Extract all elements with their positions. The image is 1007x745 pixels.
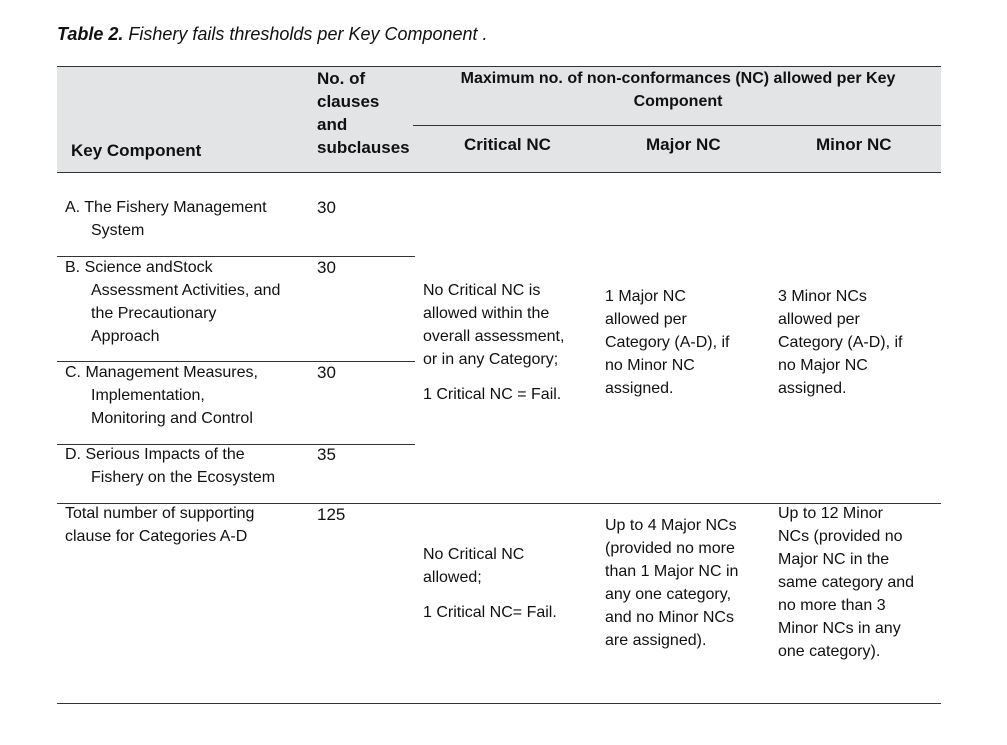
row-d-key-component: D. Serious Impacts of the Fishery on the…: [65, 443, 310, 489]
caption-text: Fishery fails thresholds per Key Compone…: [123, 24, 488, 44]
total-count: 125: [317, 505, 346, 524]
row-rule-total: [57, 503, 941, 504]
total-critical-nc: No Critical NC allowed;: [423, 546, 525, 586]
table-caption: Table 2. Fishery fails thresholds per Ke…: [57, 24, 488, 45]
table-bottom-rule: [57, 703, 941, 704]
row-a-key-component: A. The Fishery Management System: [65, 196, 310, 242]
row-a-first-line: A. The Fishery Management: [65, 199, 267, 216]
header-major-nc: Major NC: [646, 135, 721, 154]
header-subrule: [413, 125, 941, 126]
row-rule-c: [57, 444, 415, 445]
row-rule-b: [57, 361, 415, 362]
total-major-nc: Up to 4 Major NCs (provided no more than…: [605, 517, 739, 649]
header-key-component: Key Component: [71, 141, 202, 160]
row-b-count: 30: [317, 258, 336, 277]
header-critical-nc: Critical NC: [464, 135, 551, 154]
row-c-continuation: Implementation, Monitoring and Control: [91, 387, 253, 427]
categories-critical-fail: 1 Critical NC = Fail.: [423, 386, 562, 403]
total-minor-nc: Up to 12 Minor NCs (provided no Major NC…: [778, 505, 915, 660]
row-rule-a: [57, 256, 415, 257]
row-a-continuation: System: [91, 222, 145, 239]
row-b-first-line: B. Science andStock: [65, 259, 213, 276]
header-max-nc: Maximum no. of non-conformances (NC) all…: [460, 70, 896, 110]
row-c-count: 30: [317, 363, 336, 382]
row-b-continuation: Assessment Activities, and the Precautio…: [91, 282, 281, 345]
header-bottom-rule: [57, 172, 941, 173]
row-a-count: 30: [317, 198, 336, 217]
total-label: Total number of supporting clause for Ca…: [65, 505, 255, 545]
row-c-key-component: C. Management Measures, Implementation, …: [65, 361, 310, 430]
header-minor-nc: Minor NC: [816, 135, 892, 154]
table-header-background: [57, 66, 941, 172]
row-d-continuation: Fishery on the Ecosystem: [91, 469, 276, 486]
categories-critical-nc: No Critical NC is allowed within the ove…: [423, 282, 565, 368]
total-critical-fail: 1 Critical NC= Fail.: [423, 604, 557, 621]
row-b-key-component: B. Science andStock Assessment Activitie…: [65, 256, 310, 348]
row-d-count: 35: [317, 445, 336, 464]
categories-minor-nc: 3 Minor NCs allowed per Category (A-D), …: [778, 288, 903, 397]
header-clauses: No. of clauses and subclauses: [317, 69, 410, 157]
caption-label: Table 2.: [57, 24, 124, 44]
row-d-first-line: D. Serious Impacts of the: [65, 446, 245, 463]
categories-major-nc: 1 Major NC allowed per Category (A-D), i…: [605, 288, 730, 397]
header-top-rule: [57, 66, 941, 67]
row-c-first-line: C. Management Measures,: [65, 364, 258, 381]
